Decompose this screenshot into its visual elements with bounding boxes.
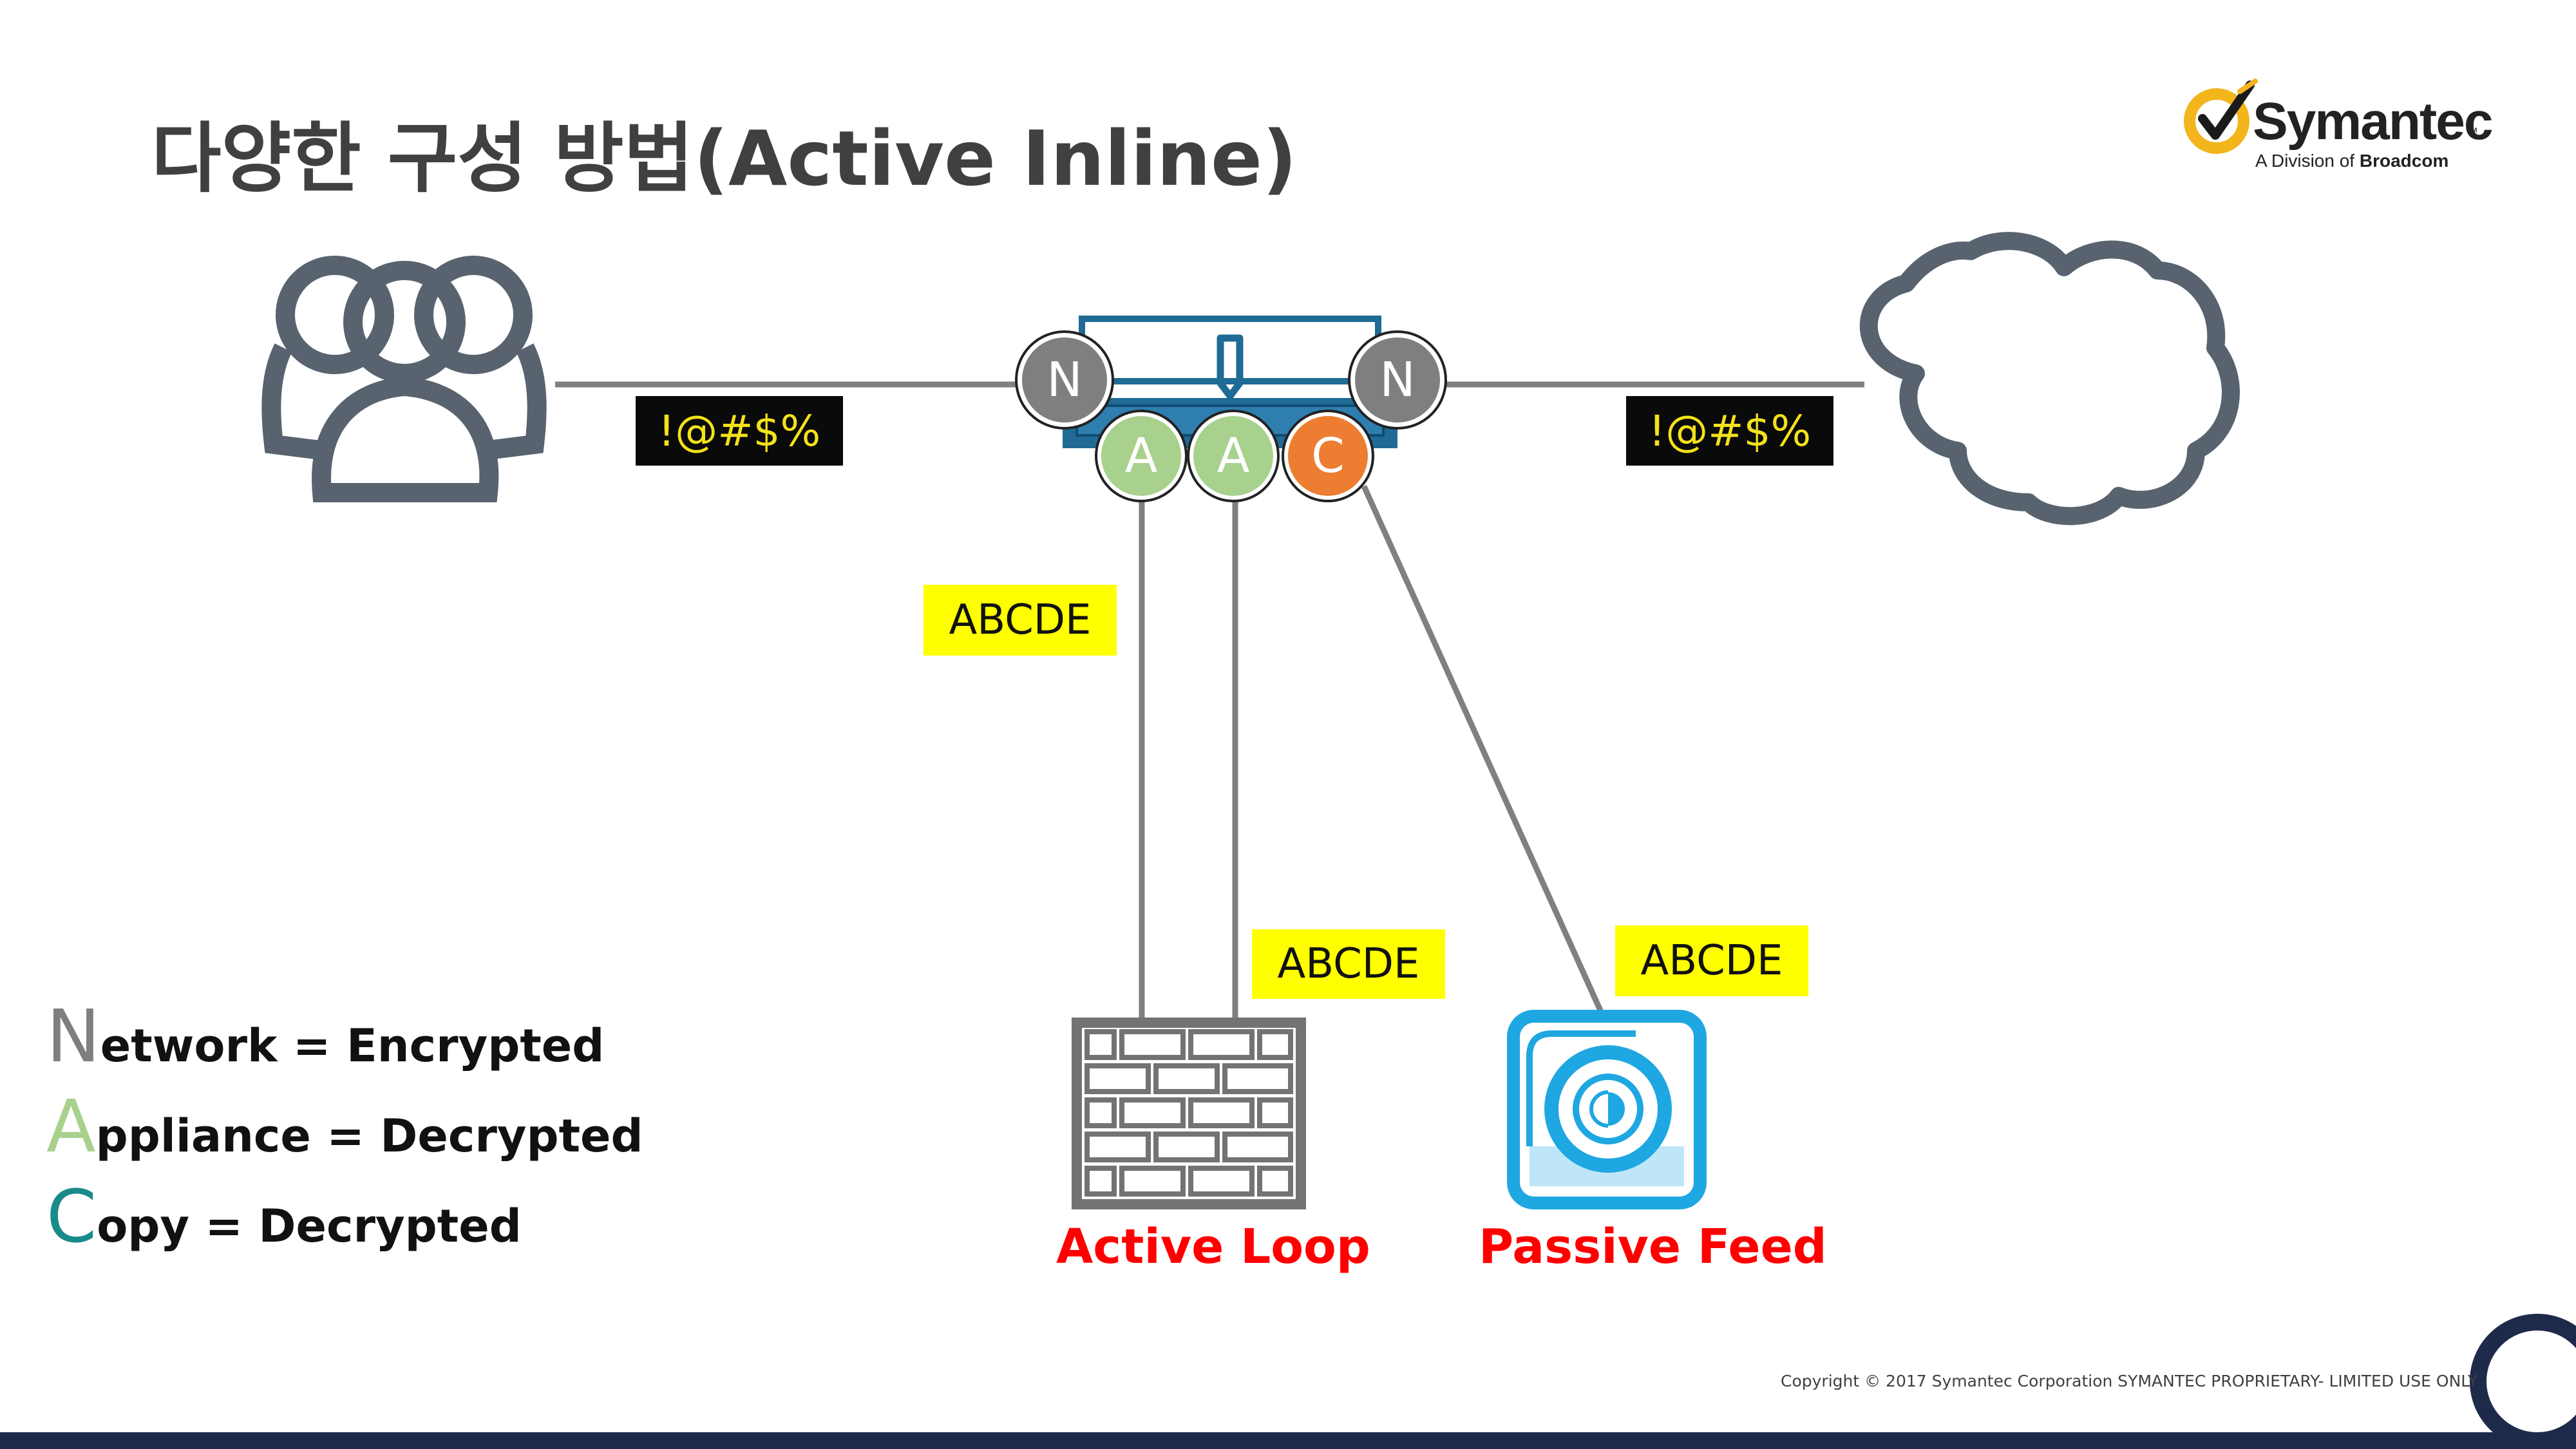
encrypted-label-right: !@#$%	[1626, 396, 1833, 466]
legend-appliance-text: ppliance = Decrypted	[95, 1110, 643, 1162]
node-a2-label: A	[1217, 428, 1250, 484]
link-copy-sensor	[1361, 485, 1607, 1019]
legend-appliance-letter: A	[46, 1085, 96, 1169]
legend-appliance: Appliance = Decrypted	[46, 1085, 643, 1169]
node-a2	[1187, 410, 1280, 502]
encrypted-label-left: !@#$%	[636, 396, 843, 466]
legend-copy-text: opy = Decrypted	[97, 1200, 522, 1253]
logo-sub-prefix: A Division of	[2255, 151, 2360, 171]
caption-active-loop: Active Loop	[1056, 1219, 1370, 1274]
page-title: 다양한 구성 방법(Active Inline)	[151, 114, 1297, 203]
logo-trademark: ™	[2465, 126, 2478, 140]
sensor-icon	[1507, 1010, 1707, 1209]
check-circle-icon	[2184, 79, 2258, 154]
node-n-right	[1348, 330, 1447, 430]
node-a1	[1095, 410, 1188, 502]
node-n-right-label: N	[1379, 352, 1416, 408]
legend-network: Network = Encrypted	[46, 995, 604, 1079]
legend-copy-letter: C	[46, 1175, 97, 1259]
node-c-label: C	[1311, 428, 1345, 484]
legend-copy: Copy = Decrypted	[46, 1175, 522, 1259]
decrypted-label-1: ABCDE	[923, 585, 1117, 656]
cloud-icon	[1859, 232, 2240, 526]
node-a1-label: A	[1124, 428, 1158, 484]
users-icon	[261, 256, 547, 502]
node-c	[1282, 410, 1374, 502]
logo-name: Symantec	[2253, 92, 2493, 151]
decrypted-label-3: ABCDE	[1615, 925, 1808, 996]
legend-network-letter: N	[46, 995, 100, 1079]
legend-network-text: etwork = Encrypted	[100, 1019, 605, 1072]
decorative-ring	[2470, 1314, 2576, 1449]
firewall-icon	[1072, 1018, 1306, 1209]
logo-sub-brand: Broadcom	[2359, 151, 2449, 171]
decrypted-label-2: ABCDE	[1252, 929, 1445, 999]
copyright-text: Copyright © 2017 Symantec Corporation SY…	[1781, 1372, 2478, 1390]
caption-passive-feed: Passive Feed	[1479, 1219, 1827, 1274]
bottom-bar	[0, 1432, 2576, 1449]
logo-subtitle: A Division of Broadcom	[2255, 151, 2448, 171]
node-n-left	[1015, 330, 1114, 430]
node-n-left-label: N	[1046, 352, 1083, 408]
